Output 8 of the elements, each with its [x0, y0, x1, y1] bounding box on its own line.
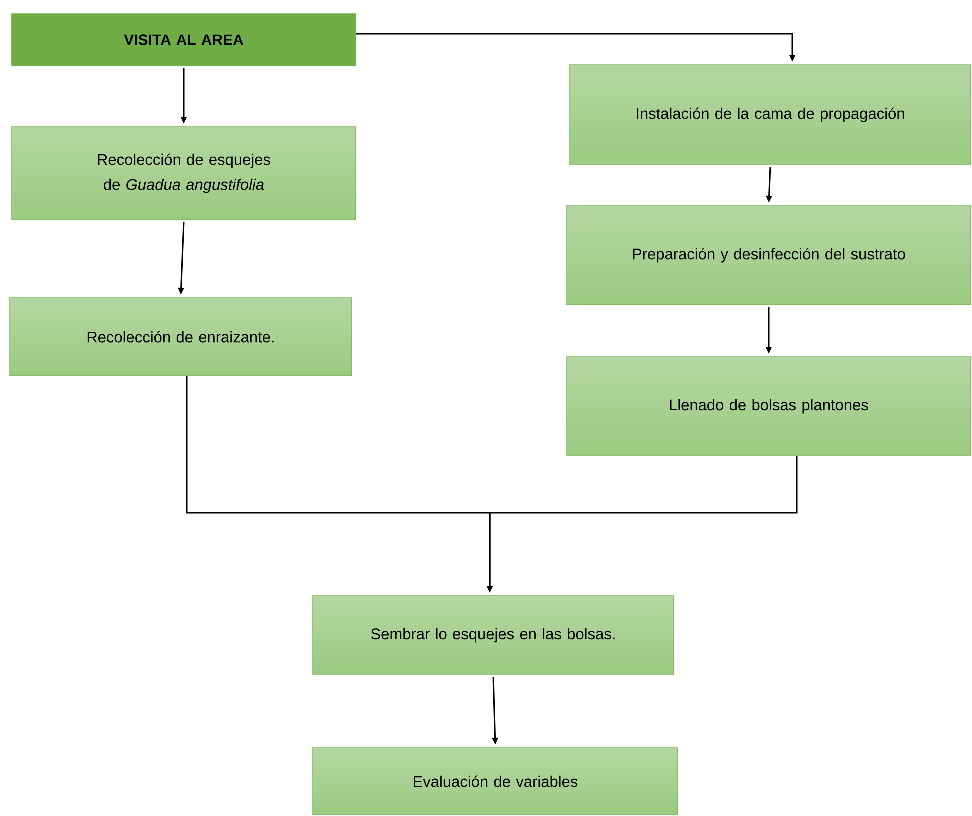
- process-box: Sembrar lo esquejes en las bolsas.: [312, 596, 674, 676]
- process-box: Recolección de esquejes de Guadua angustifolia: [12, 126, 356, 220]
- process-box: Llenado de bolsas plantones: [566, 356, 972, 456]
- process-box: Instalación de la cama de propagación: [570, 64, 972, 166]
- process-box: Recolección de enraizante.: [10, 298, 352, 376]
- process-box: Evaluación de variables: [312, 748, 678, 816]
- process-box: Preparación y desinfección del sustrato: [566, 206, 972, 306]
- header-box: VISITA AL AREA: [12, 14, 356, 66]
